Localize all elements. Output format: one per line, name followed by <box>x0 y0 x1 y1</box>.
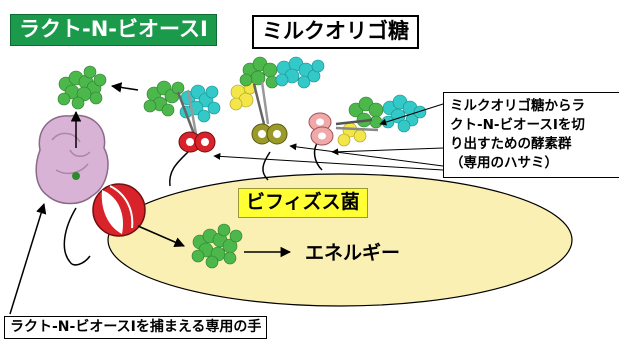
arrows <box>9 82 292 315</box>
lnb-molecule-free <box>57 65 107 110</box>
enzyme-callout-box: ミルクオリゴ糖からラ クト-N-ビオースIを切 り出すための酵素群 （専用のハサ… <box>443 92 619 178</box>
bifido-cell <box>107 173 573 307</box>
arrow-into-cell <box>137 225 185 248</box>
scissors-pink-icon <box>308 112 379 146</box>
enzyme-callout-line-1: ミルクオリゴ糖からラ <box>450 98 585 114</box>
enzyme-callout-line-4: （専用のハサミ） <box>450 155 558 171</box>
arrow-release-lnb <box>110 82 139 93</box>
arrow-hand-pointer <box>9 202 47 315</box>
lnb-molecule-inside <box>191 223 243 269</box>
scissors-red-icon <box>176 89 216 153</box>
oligo-molecule-2 <box>229 56 325 111</box>
enzyme-callout-line-2: クト-N-ビオースIを切 <box>450 117 585 133</box>
uptake-sphere <box>92 183 146 237</box>
oligo-molecule-3 <box>337 94 427 147</box>
bifido-label: ビフィズス菌 <box>238 188 368 218</box>
transporter-hand-label: ラクト-N-ビオースIを捕まえる専用の手 <box>4 316 268 339</box>
energy-label: エネルギー <box>305 242 401 264</box>
enzyme-callout-line-3: り出すための酵素群 <box>450 136 572 152</box>
scissors-olive-icon <box>251 81 288 145</box>
enzyme-callout-lines <box>213 103 444 171</box>
milk-oligo-title-label: ミルクオリゴ糖 <box>252 15 419 49</box>
lnb-title-label: ラクト-N-ビオースI <box>10 14 217 46</box>
transporter-protein <box>35 114 109 205</box>
